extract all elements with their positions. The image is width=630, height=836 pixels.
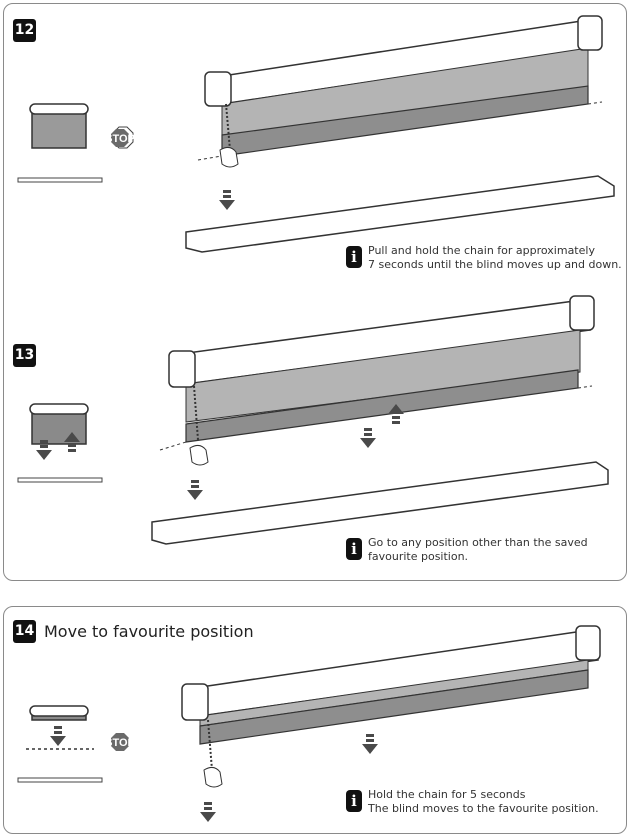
step-14-info-line-2: The blind moves to the favourite positio… [368, 802, 599, 815]
step-12-small-blind-icon [29, 103, 89, 149]
step-12-windowsill-line [17, 177, 103, 183]
step-14-info-note: i Hold the chain for 5 seconds The blind… [346, 788, 599, 816]
step-12-info-line-2: 7 seconds until the blind moves up and d… [368, 258, 622, 271]
info-icon: i [346, 538, 362, 560]
step-14-badge: 14 [13, 620, 36, 643]
step-13-roller-blind [159, 295, 595, 466]
step-13-small-blind-icon [29, 403, 89, 460]
step-14-small-blind-icon [26, 705, 94, 750]
step-12-badge: 12 [13, 19, 36, 42]
step-14-roller-blind [181, 625, 601, 788]
step-13-windowsill-line [17, 477, 103, 483]
step-13-info-line-1: Go to any position other than the saved [368, 536, 588, 549]
step-14-info-line-1: Hold the chain for 5 seconds [368, 788, 526, 801]
step-12-stop-label: STOP [105, 133, 135, 145]
step-14-title: Move to favourite position [44, 622, 254, 641]
info-icon: i [346, 246, 362, 268]
step-13-info-note: i Go to any position other than the save… [346, 536, 588, 564]
step-14-stop-label: STOP [105, 737, 135, 749]
step-12-windowsill [185, 175, 615, 253]
step-14-stop-sign-icon [111, 733, 129, 751]
step-12-info-note: i Pull and hold the chain for approximat… [346, 244, 622, 272]
step-13-badge: 13 [13, 344, 36, 367]
info-icon: i [346, 790, 362, 812]
step-13-windowsill [151, 461, 609, 545]
step-12-stop-sign-icon [111, 126, 134, 149]
step-12-roller-blind [197, 15, 603, 168]
step-13-info-line-2: favourite position. [368, 550, 469, 563]
step-14-windowsill-line [17, 777, 103, 783]
step-12-info-line-1: Pull and hold the chain for approximatel… [368, 244, 595, 257]
